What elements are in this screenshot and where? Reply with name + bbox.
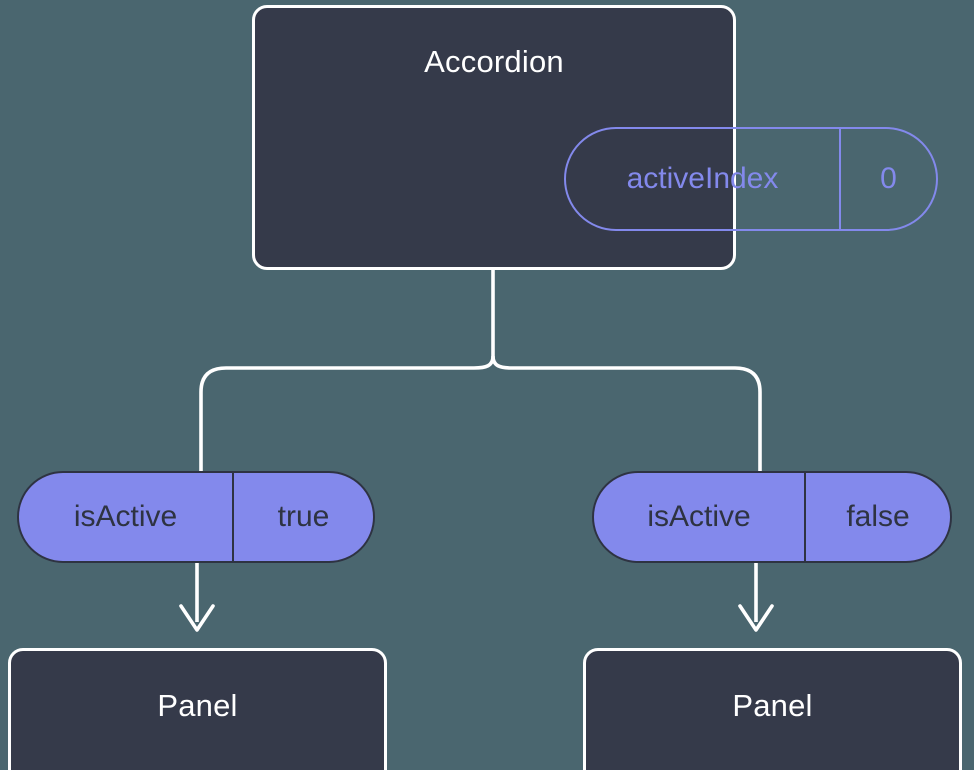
- panel-node-right[interactable]: Panel: [583, 648, 962, 770]
- branch-rail-left: [199, 355, 495, 471]
- panel-right-title: Panel: [732, 687, 813, 723]
- prop-pill-left-key-label: isActive: [73, 500, 178, 533]
- prop-pill-is-active-false[interactable]: isActive false: [592, 471, 952, 563]
- panel-left-title: Panel: [157, 687, 238, 723]
- prop-pill-right-value-label: false: [846, 500, 910, 533]
- arrow-left-head: [179, 604, 215, 632]
- arrow-right-head: [738, 604, 774, 632]
- prop-pill-right-value-cell: false: [806, 473, 950, 561]
- state-chip-value-cell: 0: [841, 129, 936, 229]
- state-chip-value-label: 0: [880, 162, 897, 195]
- accordion-title: Accordion: [424, 44, 564, 79]
- state-chip-key-label: activeIndex: [626, 162, 779, 195]
- prop-pill-right-key-label: isActive: [647, 500, 751, 533]
- prop-pill-is-active-true[interactable]: isActive true: [17, 471, 375, 563]
- state-chip-key-cell: activeIndex: [566, 129, 841, 229]
- prop-pill-right-key-cell: isActive: [594, 473, 806, 561]
- prop-pill-left-value-label: true: [277, 500, 330, 533]
- prop-pill-left-key-cell: isActive: [19, 473, 234, 561]
- prop-pill-left-value-cell: true: [234, 473, 373, 561]
- panel-node-left[interactable]: Panel: [8, 648, 387, 770]
- state-chip-active-index[interactable]: activeIndex 0: [564, 127, 938, 231]
- branch-rail: [491, 355, 762, 471]
- accordion-node[interactable]: Accordion activeIndex 0: [252, 5, 938, 270]
